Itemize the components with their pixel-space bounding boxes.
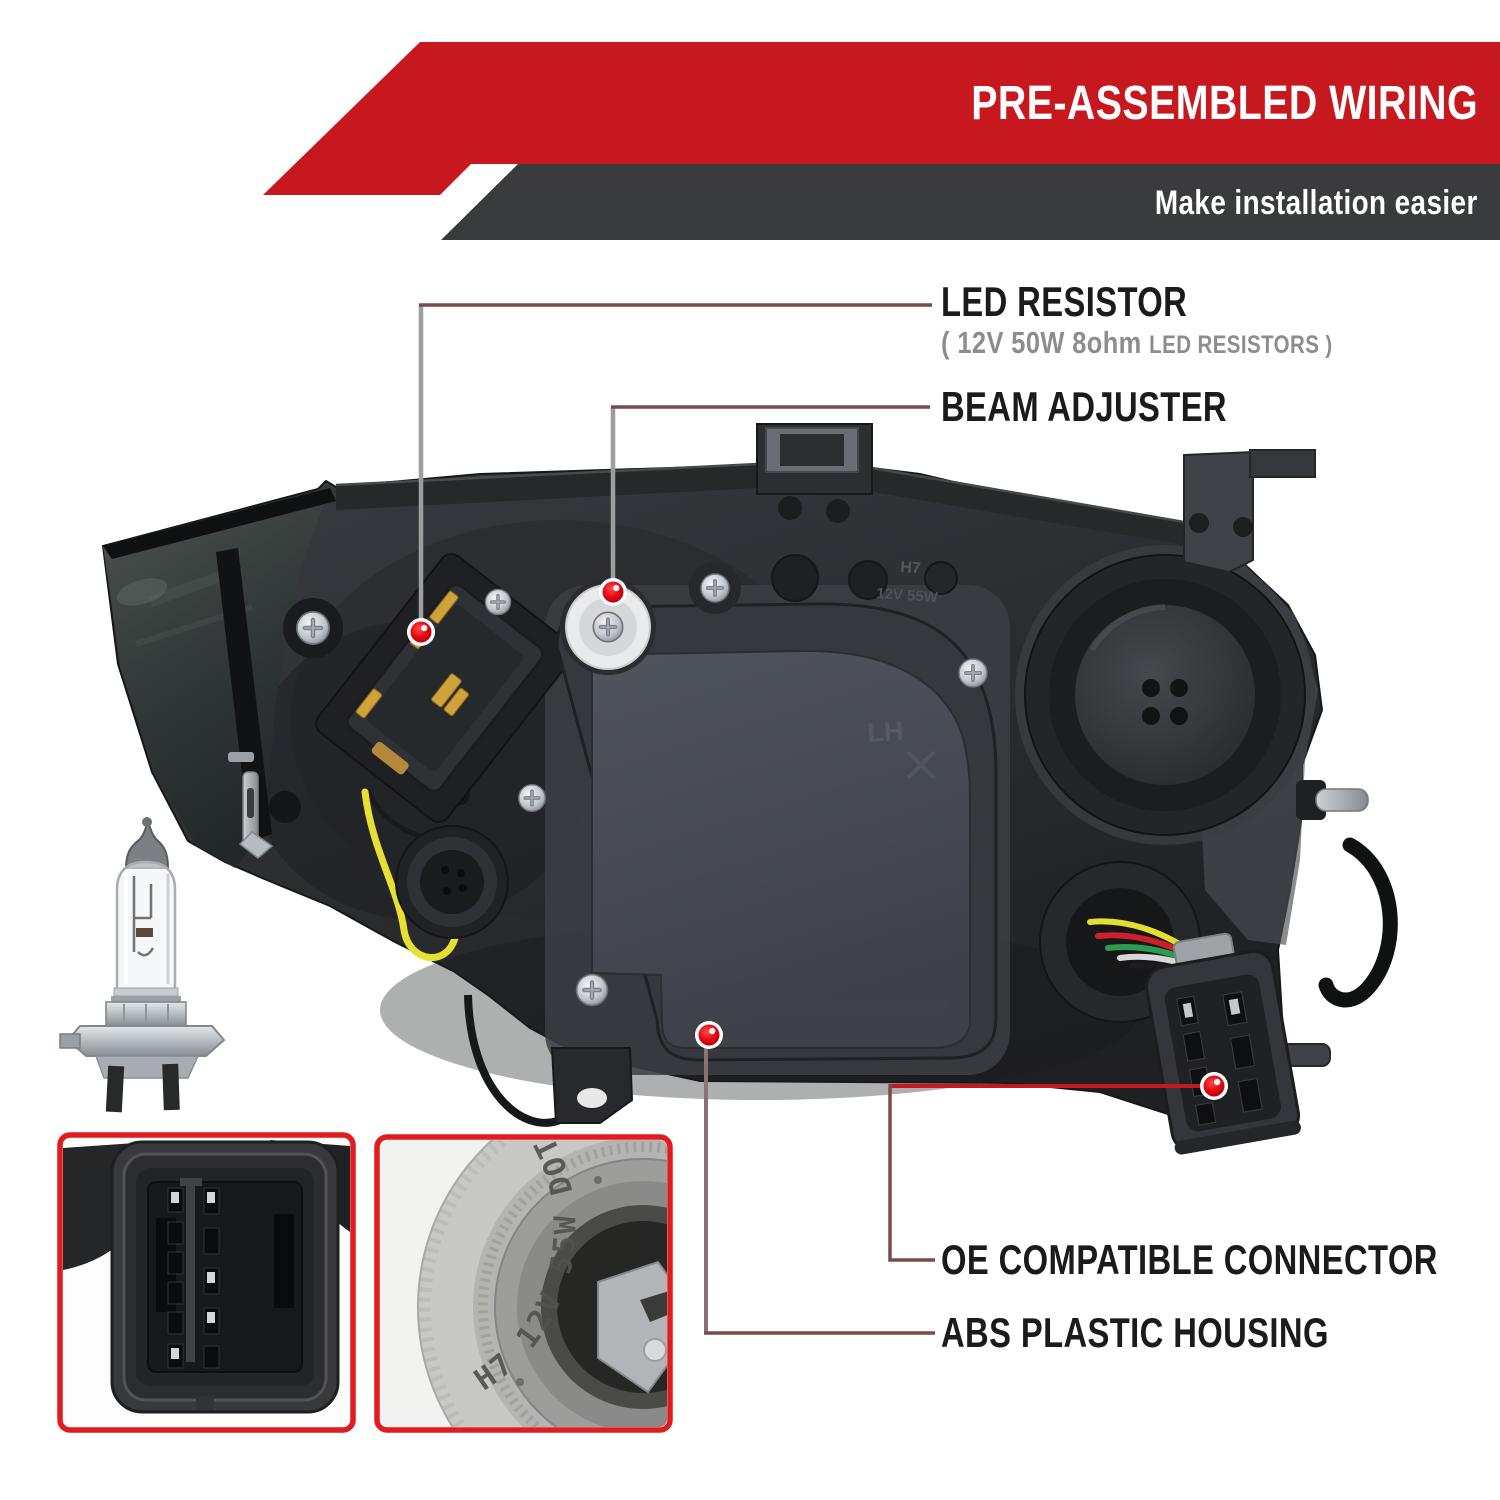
banner-tagline-text: Make installation easier (1155, 184, 1478, 222)
bulb-socket (395, 825, 509, 939)
bulb-pin (105, 1065, 125, 1113)
led-resistor-part (315, 553, 575, 823)
banner-dark-shape (441, 164, 1500, 240)
callout-label-abs-housing: ABS PLASTIC HOUSING (941, 1309, 1329, 1356)
callout-label-led-resistor-spec: ( 12V 50W 8ohm LED RESISTORS ) (941, 325, 1333, 360)
bulb-filament (132, 876, 155, 957)
embossed-lh: LH (866, 716, 904, 748)
banner-title-text: PRE-ASSEMBLED WIRING (971, 77, 1478, 130)
callout-label-oe-connector: OE COMPATIBLE CONNECTOR (941, 1236, 1438, 1283)
bulb-cover: LH (555, 602, 998, 1062)
bulb-glass (115, 860, 177, 992)
header-banner (263, 42, 1500, 240)
callout-lines (418, 303, 1214, 1335)
embossed-wattage: 12V 55W (876, 585, 940, 606)
banner-title: PRE-ASSEMBLED WIRING (860, 80, 1478, 128)
inset-bulb-marking-border (374, 1134, 673, 1433)
beam-adjuster-part (560, 579, 656, 675)
adjuster-pin (1315, 788, 1369, 812)
banner-tagline: Make installation easier (1084, 186, 1478, 220)
lens-trim-strip (216, 548, 272, 842)
lens (103, 488, 330, 868)
lens-top-rim (103, 488, 336, 559)
callout-dot-abs (695, 1021, 723, 1049)
inset-connector-photo (57, 1132, 356, 1433)
callout-dot-led (407, 618, 435, 646)
oe-connector-part (1145, 932, 1301, 1155)
inset-connector-border (57, 1132, 356, 1433)
bottom-mount-tab (550, 1047, 634, 1124)
callout-label-beam-adjuster: BEAM ADJUSTER (941, 383, 1227, 430)
callout-dot-oe (1200, 1072, 1228, 1100)
headlight-illustration: H7 12V 55W (101, 423, 1398, 1155)
black-cable (1318, 837, 1398, 1008)
inset-bulb-marking-photo: H7 12V 55W DOT (374, 1134, 673, 1433)
callout-dot-beam (599, 578, 627, 606)
bulb-flange (66, 1025, 226, 1057)
dust-cap (1015, 545, 1315, 845)
top-bracket (756, 423, 873, 523)
right-bracket (1183, 449, 1316, 574)
callout-line-oe-elbow (888, 1084, 935, 1262)
h7-bulb-illustration (59, 817, 226, 1113)
embossed-h7: H7 (900, 559, 922, 577)
bulb-pin (162, 1063, 180, 1111)
callout-label-led-resistor: LED RESISTOR (941, 278, 1188, 325)
banner-red-shape (263, 42, 1500, 195)
